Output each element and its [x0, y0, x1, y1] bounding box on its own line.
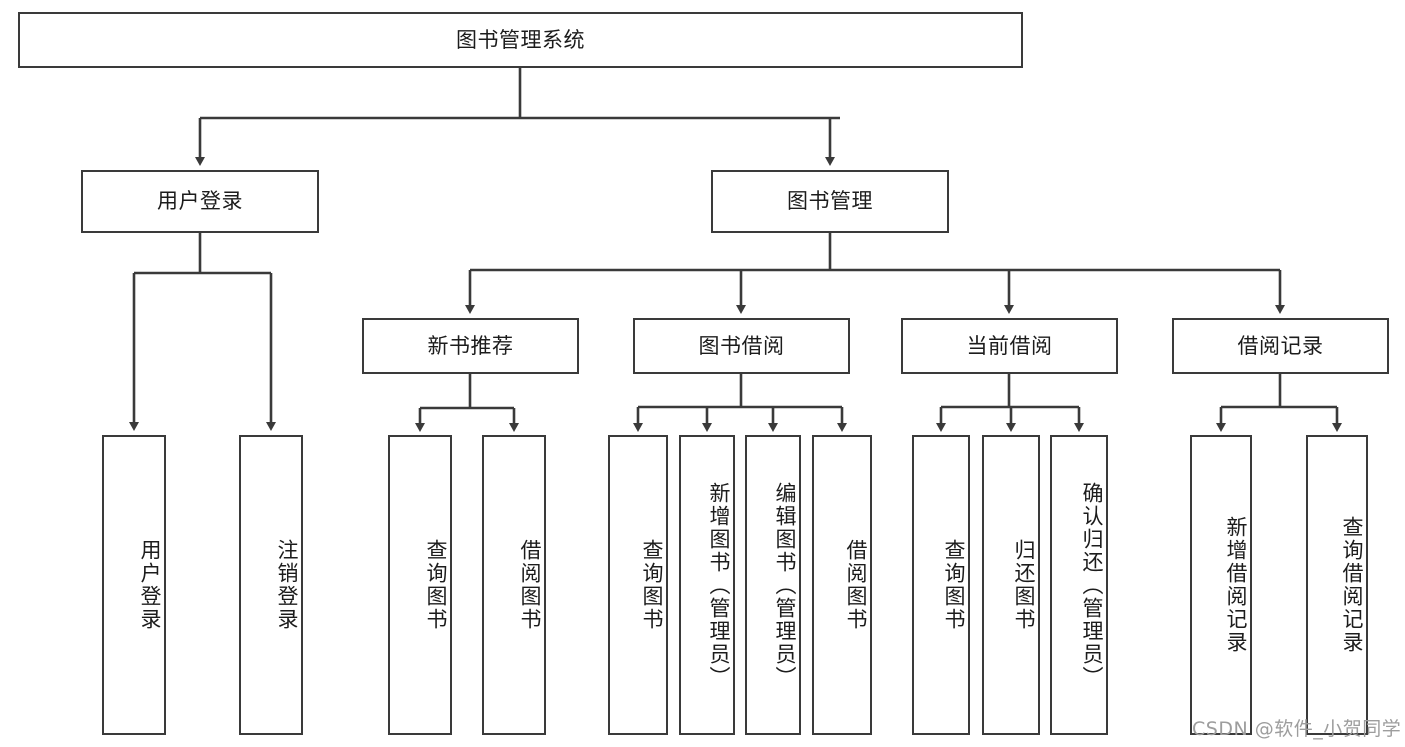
node-new-book-recommend[interactable]: 新书推荐 [362, 318, 579, 374]
leaf-lend-book[interactable]: 借阅图书 [812, 435, 872, 735]
node-user-login[interactable]: 用户登录 [81, 170, 319, 233]
leaf-borrow-book-newbook[interactable]: 借阅图书 [482, 435, 546, 735]
leaf-query-book-borrow[interactable]: 查询图书 [608, 435, 668, 735]
node-book-management[interactable]: 图书管理 [711, 170, 949, 233]
csdn-watermark: CSDN @软件_小贺同学 [1192, 718, 1402, 740]
node-root[interactable]: 图书管理系统 [18, 12, 1023, 68]
node-book-borrow[interactable]: 图书借阅 [633, 318, 850, 374]
node-current-borrow[interactable]: 当前借阅 [901, 318, 1118, 374]
leaf-user-login[interactable]: 用户登录 [102, 435, 166, 735]
leaf-query-book-newbook[interactable]: 查询图书 [388, 435, 452, 735]
leaf-add-borrow-record[interactable]: 新增借阅记录 [1190, 435, 1252, 735]
leaf-add-book-admin[interactable]: 新增图书（管理员） [679, 435, 735, 735]
leaf-logout[interactable]: 注销登录 [239, 435, 303, 735]
leaf-query-borrow-record[interactable]: 查询借阅记录 [1306, 435, 1368, 735]
leaf-edit-book-admin[interactable]: 编辑图书（管理员） [745, 435, 801, 735]
node-borrow-record[interactable]: 借阅记录 [1172, 318, 1389, 374]
leaf-return-book[interactable]: 归还图书 [982, 435, 1040, 735]
leaf-query-book-current[interactable]: 查询图书 [912, 435, 970, 735]
leaf-confirm-return-admin[interactable]: 确认归还（管理员） [1050, 435, 1108, 735]
